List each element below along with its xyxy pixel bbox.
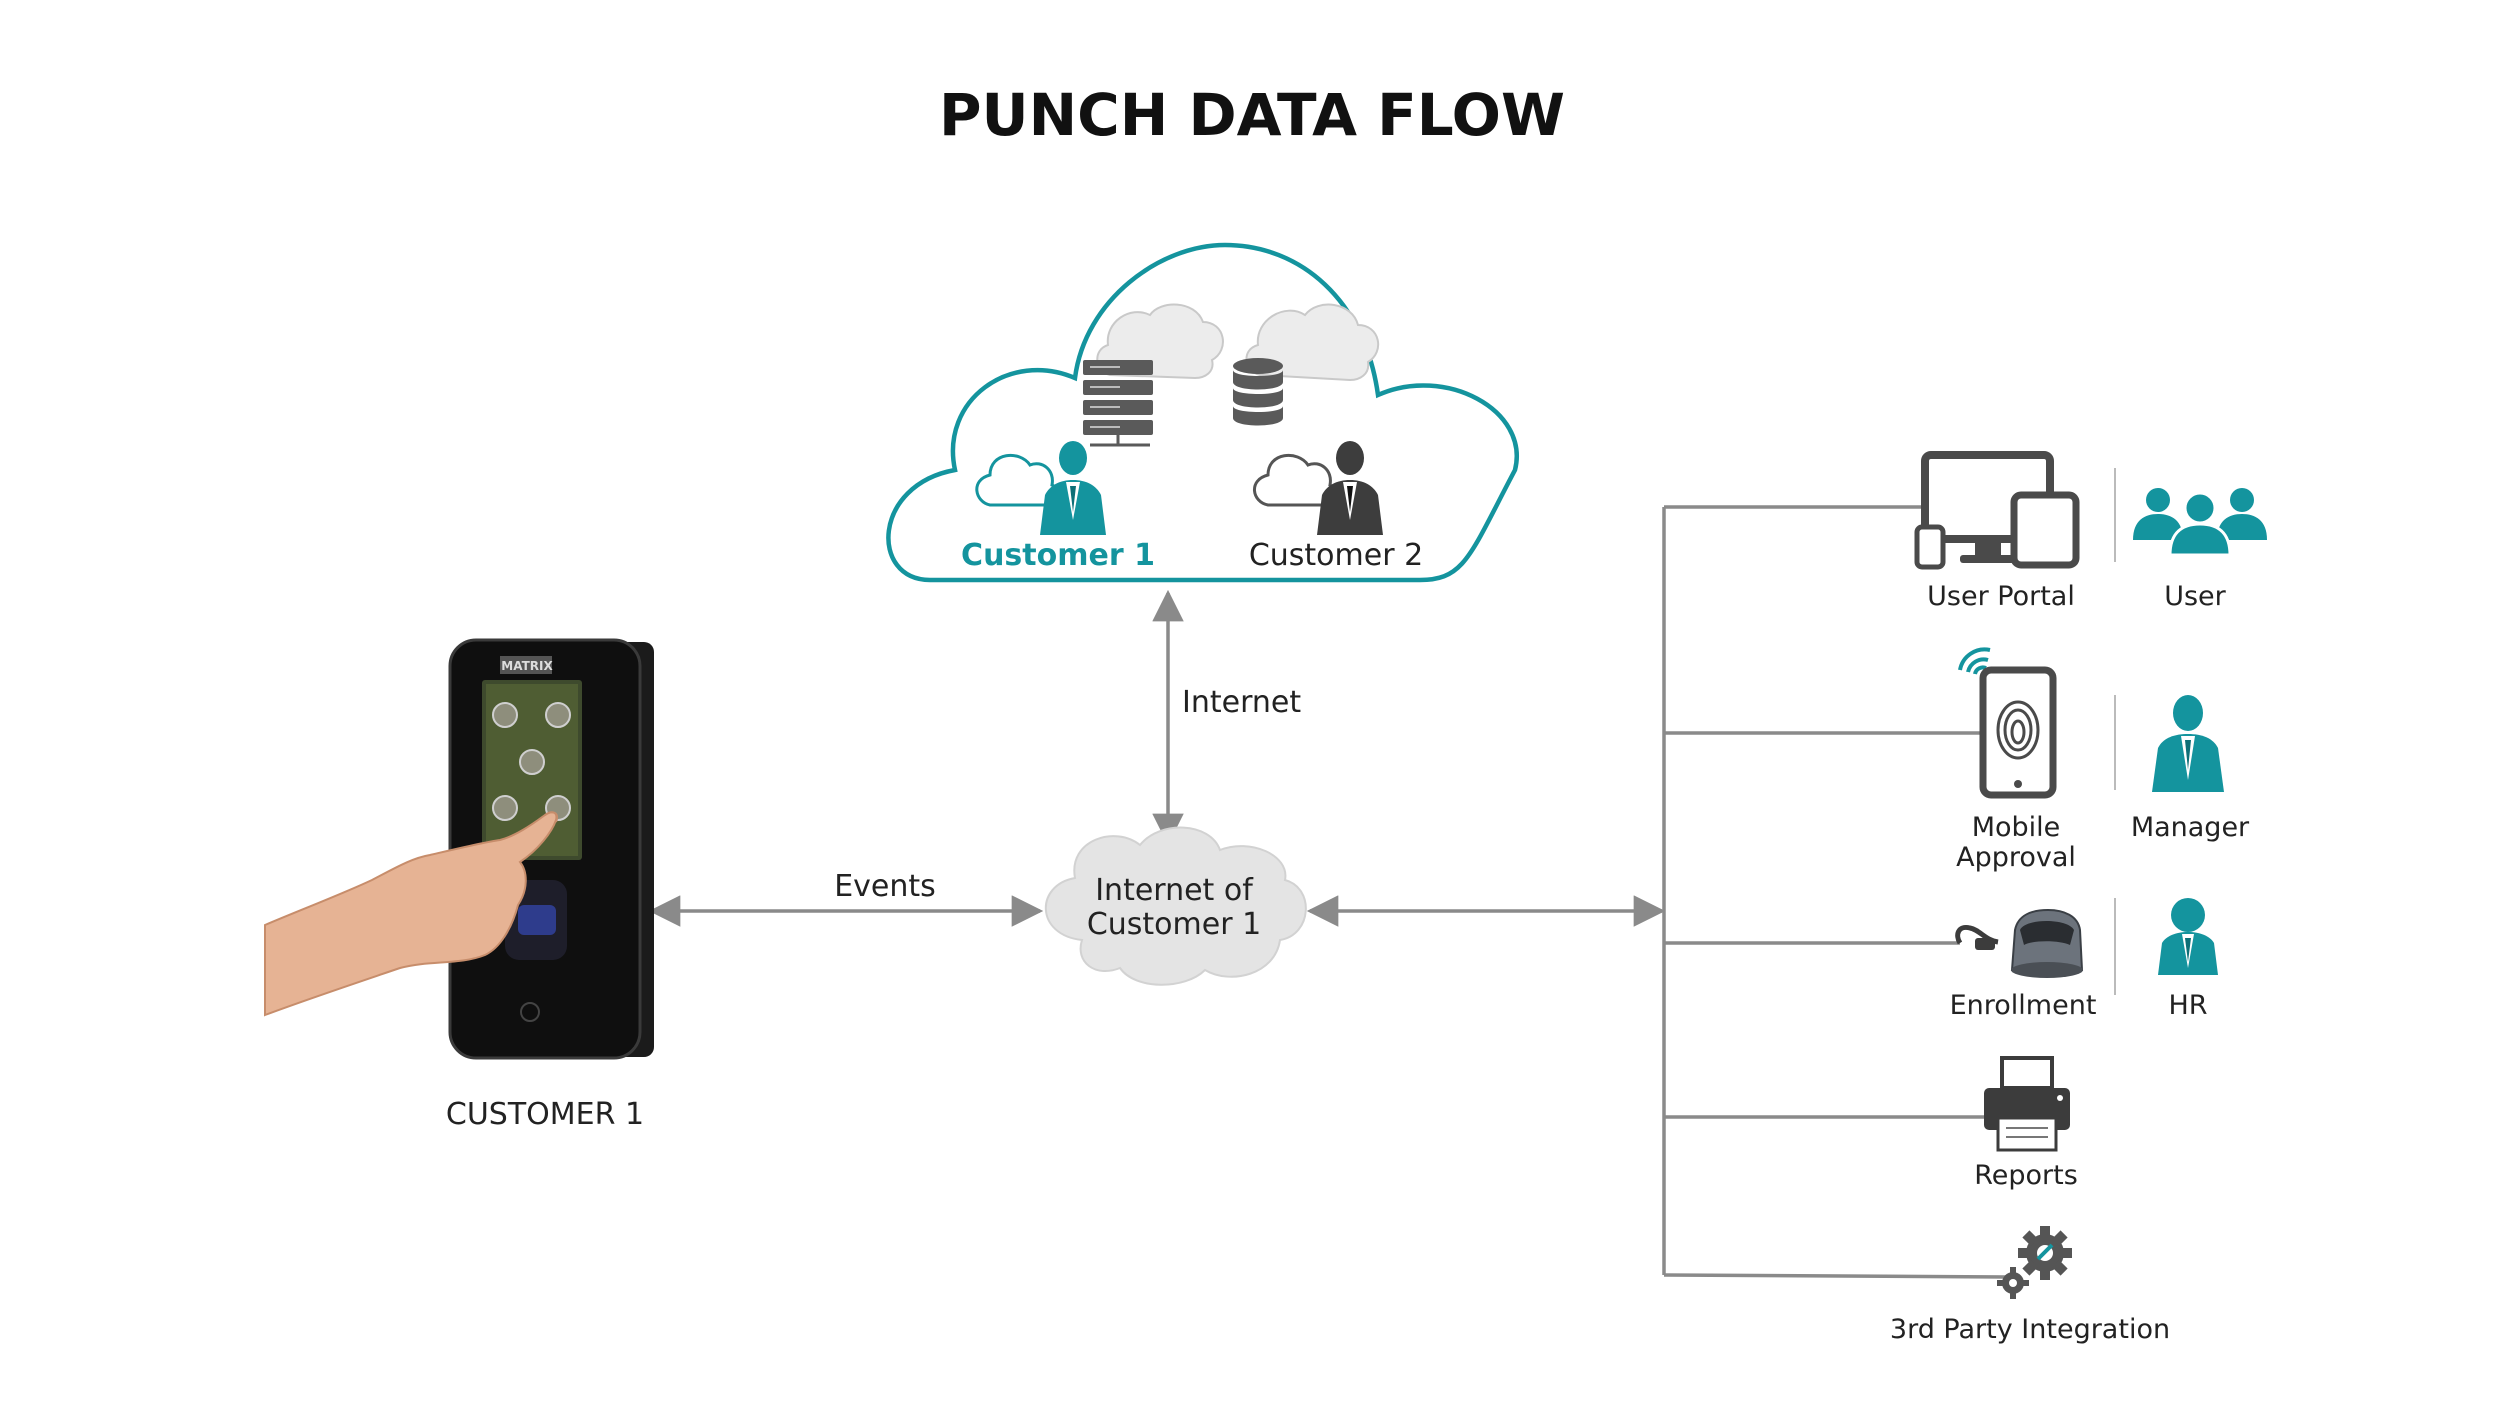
hand-pointing-icon	[264, 811, 558, 1017]
printer-icon	[1984, 1056, 2070, 1152]
internet-label: Internet	[1182, 685, 1301, 720]
internet-cloud	[1044, 826, 1307, 986]
endpoints-bus	[1662, 505, 2008, 1279]
user-portal-label: User Portal	[1927, 581, 2075, 612]
mobile-approval-label-line1: Mobile	[1972, 812, 2061, 843]
internet-cloud-line1: Internet of	[1095, 873, 1254, 908]
customer2-label: Customer 2	[1249, 538, 1423, 573]
third-party-label: 3rd Party Integration	[1890, 1314, 2170, 1345]
hosting-cloud	[886, 242, 1519, 583]
reports-label: Reports	[1974, 1160, 2078, 1191]
database-icon	[1233, 303, 1380, 426]
user-role-label: User	[2164, 581, 2226, 612]
device-label: CUSTOMER 1	[446, 1097, 644, 1132]
events-label: Events	[834, 869, 936, 904]
hr-icon	[2158, 898, 2218, 975]
page-title: PUNCH DATA FLOW	[939, 81, 1565, 149]
device-brand: MATRIX	[501, 659, 553, 673]
gears-icon	[1997, 1226, 2072, 1299]
manager-role-label: Manager	[2131, 812, 2250, 843]
internet-cloud-line2: Customer 1	[1087, 907, 1261, 942]
fingerprint-reader-icon	[1955, 908, 2084, 978]
multi-device-icon	[1914, 451, 2080, 570]
mobile-approval-label-line2: Approval	[1956, 842, 2076, 873]
customer1-user-icon	[975, 441, 1106, 535]
customer1-label: Customer 1	[961, 538, 1155, 573]
customer2-user-icon	[1253, 441, 1383, 535]
user-group-icon	[2133, 488, 2267, 557]
enrollment-label: Enrollment	[1950, 990, 2097, 1021]
manager-icon	[2152, 695, 2224, 792]
mobile-fingerprint-icon	[1958, 647, 2057, 799]
server-rack-icon	[1083, 303, 1224, 447]
hr-role-label: HR	[2168, 990, 2207, 1021]
